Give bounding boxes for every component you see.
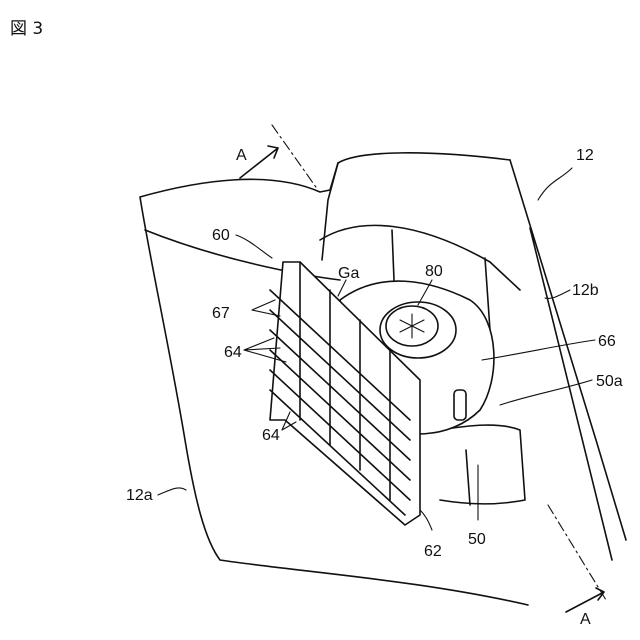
label-67: 67 xyxy=(212,305,230,322)
leader-67 xyxy=(252,300,280,316)
label-50a: 50a xyxy=(596,373,623,390)
label-60: 60 xyxy=(212,227,230,244)
leader-12 xyxy=(538,168,572,200)
inner-wall xyxy=(145,225,520,290)
leader-50a xyxy=(500,380,592,405)
leader-66 xyxy=(482,340,595,360)
leader-Ga xyxy=(338,280,346,296)
leader-12a xyxy=(158,488,186,495)
label-12a: 12a xyxy=(126,487,153,504)
section-line-bottom xyxy=(548,505,606,600)
screw-head xyxy=(380,302,456,358)
leader-12b xyxy=(545,290,570,298)
section-label-top: A xyxy=(236,147,247,164)
label-64-lower: 64 xyxy=(262,427,280,444)
label-12b: 12b xyxy=(572,282,599,299)
leader-62 xyxy=(420,510,432,530)
label-62: 62 xyxy=(424,543,442,560)
section-arrow-bottom xyxy=(566,588,604,612)
label-66: 66 xyxy=(598,333,616,350)
label-80: 80 xyxy=(425,263,443,280)
leader-60 xyxy=(236,235,272,258)
label-64-upper: 64 xyxy=(224,344,242,361)
label-12: 12 xyxy=(576,147,594,164)
section-label-bottom: A xyxy=(580,611,591,628)
label-50: 50 xyxy=(468,531,486,548)
label-Ga: Ga xyxy=(338,265,359,282)
